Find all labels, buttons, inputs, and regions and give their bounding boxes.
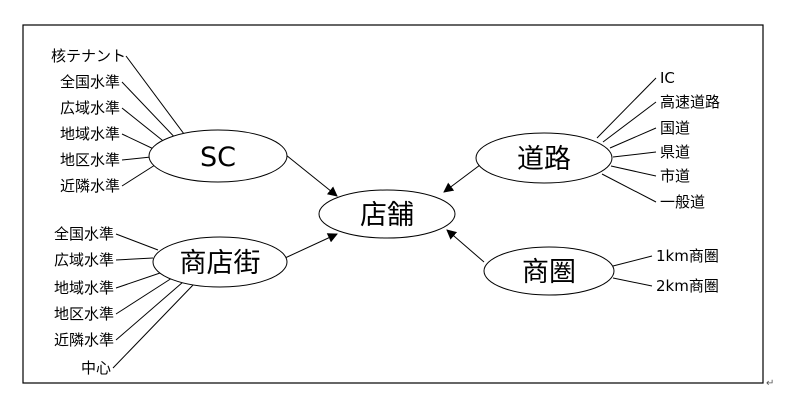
arrow-sc-to-store [285,154,338,197]
road-leaf-lines [596,77,657,203]
node-store-label: 店舗 [360,200,414,231]
shotengai-item: 全国水準 [54,225,114,243]
shotengai-leaf-lines [112,233,195,369]
node-road-label: 道路 [517,144,571,175]
trade-area-item: 1km商圏 [656,247,719,265]
arrow-shotengai-to-store [284,233,338,259]
sc-item: 全国水準 [60,73,120,91]
shotengai-item: 広域水準 [54,251,114,269]
shotengai-item: 地区水準 [54,305,114,323]
node-sc: SC [148,129,288,183]
node-shotengai: 商店街 [152,236,288,288]
node-shotengai-label: 商店街 [180,248,261,279]
arrows [284,154,485,263]
road-item: 市道 [660,167,690,185]
trade-area-items: 1km商圏 2km商圏 [656,247,719,295]
node-trade-area-label: 商圏 [522,257,576,288]
road-items: IC 高速道路 国道 県道 市道 一般道 [660,69,720,211]
sc-items: 核テナント 全国水準 広域水準 地域水準 地区水準 近隣水準 [51,47,126,195]
sc-item: 地区水準 [60,151,120,169]
sc-item: 近隣水準 [60,177,120,195]
road-item: 高速道路 [660,93,720,111]
node-road: 道路 [475,132,613,184]
shotengai-item: 地域水準 [54,279,114,297]
paragraph-mark: ↵ [766,378,774,389]
diagram-frame [22,24,764,384]
sc-item: 広域水準 [60,99,120,117]
sc-item: 核テナント [51,47,126,65]
arrow-trade-area-to-store [446,229,485,263]
trade-area-item: 2km商圏 [656,277,719,295]
trade-area-leaf-lines [612,255,653,287]
shotengai-items: 全国水準 広域水準 地域水準 地区水準 近隣水準 中心 [54,225,114,377]
road-item: IC [660,69,675,87]
road-item: 国道 [660,119,690,137]
road-item: 一般道 [660,193,705,211]
shotengai-item: 中心 [81,359,111,377]
road-item: 県道 [660,143,690,161]
node-store: 店舗 [318,189,456,239]
shotengai-item: 近隣水準 [54,331,114,349]
node-trade-area: 商圏 [483,246,615,296]
node-sc-label: SC [200,142,236,173]
sc-item: 地域水準 [60,125,120,143]
arrow-road-to-store [443,164,481,193]
